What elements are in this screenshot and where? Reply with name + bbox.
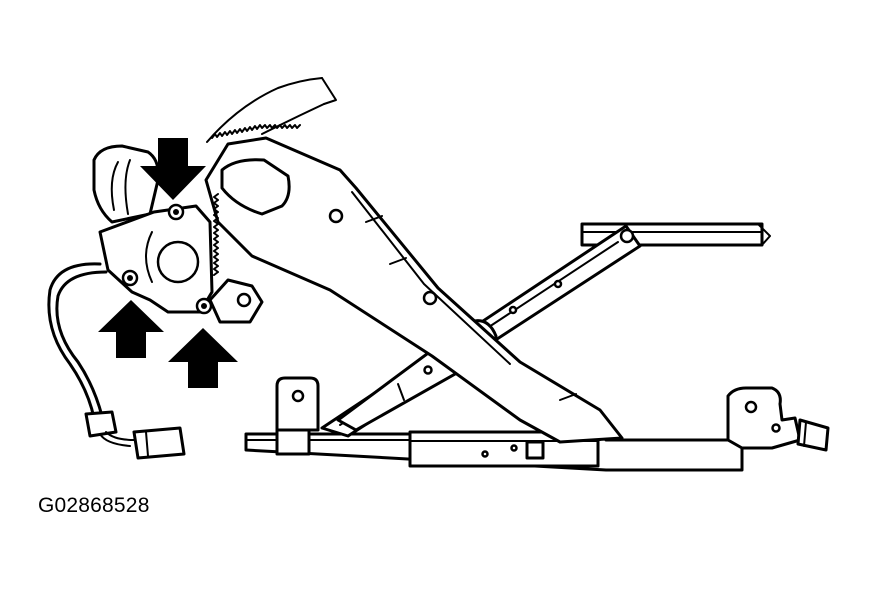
electrical-connector: [132, 426, 186, 460]
callout-arrows: [98, 138, 238, 388]
sector-gear: [206, 77, 337, 324]
arrow-up-icon: [98, 300, 164, 358]
wiring-harness: [47, 262, 135, 447]
right-rail-bracket: [726, 386, 830, 452]
left-rail-bracket: [275, 376, 320, 456]
main-lift-arm: [204, 136, 624, 444]
bottom-rail: [244, 430, 744, 472]
figure-code: G02868528: [38, 494, 150, 517]
window-motor: [92, 144, 214, 315]
arrow-down-icon: [140, 138, 206, 200]
arrow-up-icon: [168, 328, 238, 388]
